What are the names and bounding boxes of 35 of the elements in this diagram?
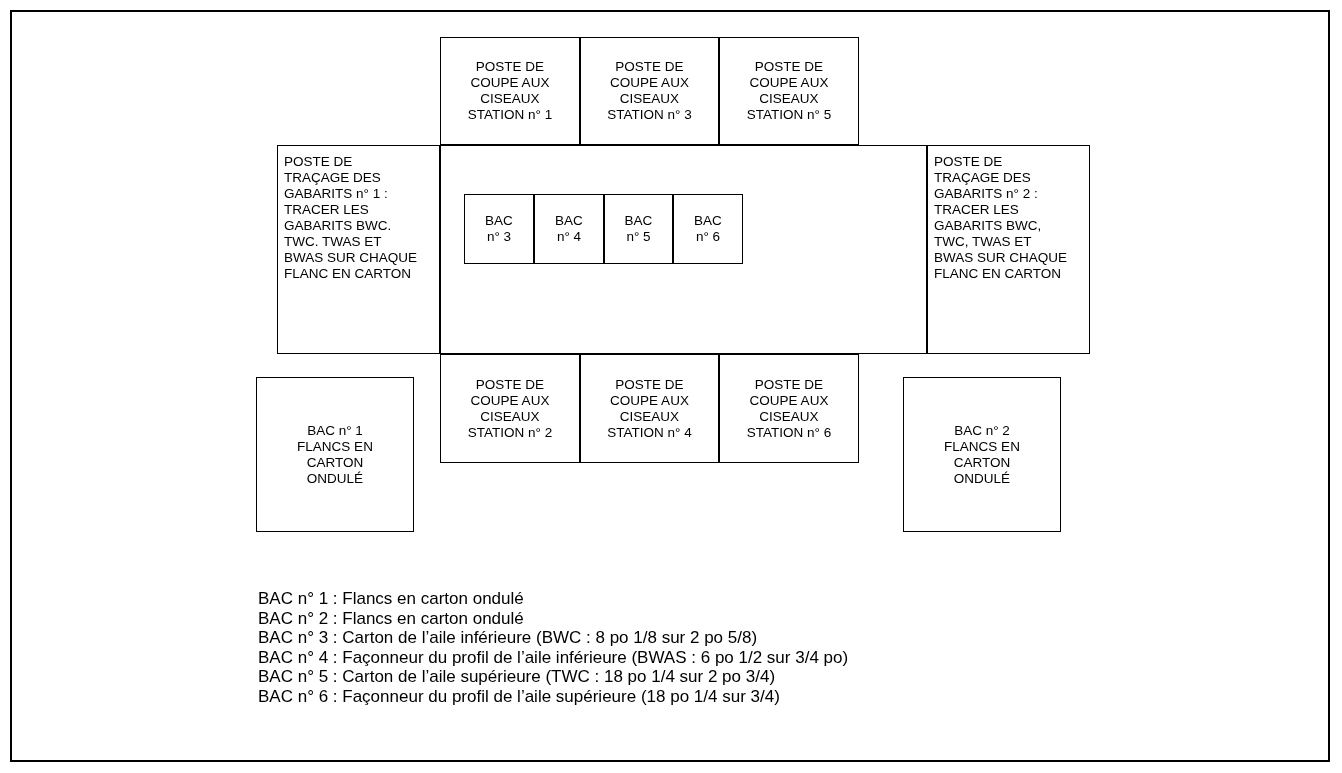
bin-box (256, 377, 414, 532)
station-box (580, 37, 719, 145)
legend-note: BAC n° 1 : Flancs en carton ondulé (258, 589, 524, 608)
station-label: POSTE DE COUPE AUX CISEAUX STATION n° 6 (745, 376, 833, 441)
bin-box (673, 194, 743, 264)
legend-note: BAC n° 6 : Façonneur du profil de l’aile supérieure (18 po 1/4 sur 3/4) (258, 686, 780, 706)
station-label: POSTE DE COUPE AUX CISEAUX STATION n° 3 (606, 59, 693, 123)
bin-box (604, 194, 673, 264)
station-label: POSTE DE COUPE AUX CISEAUX STATION n° 2 (466, 376, 554, 441)
station-label: POSTE DE TRAÇAGE DES GABARITS n° 2 : TRACER LES GABARITS BWC, TWC, TWAS ET BWAS SUR CHAQUE FLANC EN CARTON (934, 154, 1069, 282)
legend-note: BAC n° 2 : Flancs en carton ondulé (258, 608, 524, 628)
bin-box (464, 194, 534, 264)
station-label: POSTE DE COUPE AUX CISEAUX STATION n° 5 (745, 59, 833, 123)
bin-box (903, 377, 1061, 532)
legend-note: BAC n° 3 : Carton de l’aile inférieure (BWC : 8 po 1/8 sur 2 po 5/8) (258, 628, 758, 647)
table-outline (440, 145, 927, 354)
station-box (927, 145, 1090, 354)
station-box (580, 354, 719, 463)
station-label: BAC n° 5 (623, 213, 654, 245)
station-label: BAC n° 1 FLANCS EN CARTON ONDULÉ (296, 422, 374, 487)
station-label: POSTE DE COUPE AUX CISEAUX STATION n° 1 (466, 59, 554, 123)
station-label: BAC n° 2 FLANCS EN CARTON ONDULÉ (943, 422, 1021, 487)
station-box (440, 354, 580, 463)
bin-box (534, 194, 604, 264)
station-box (440, 37, 580, 145)
station-label: BAC n° 4 (554, 213, 584, 245)
station-label: BAC n° 3 (484, 213, 514, 245)
station-label: BAC n° 6 (693, 213, 723, 245)
station-label: POSTE DE TRAÇAGE DES GABARITS n° 1 : TRACER LES GABARITS BWC. TWC. TWAS ET BWAS SUR CHAQUE FLANC EN CARTON (284, 154, 419, 282)
legend-note: BAC n° 5 : Carton de l’aile supérieure (TWC : 18 po 1/4 sur 2 po 3/4) (258, 667, 776, 686)
station-box (277, 145, 440, 354)
legend-note: BAC n° 4 : Façonneur du profil de l’aile inférieure (BWAS : 6 po 1/2 sur 3/4 po) (258, 647, 849, 667)
station-box (719, 354, 859, 463)
station-label: POSTE DE COUPE AUX CISEAUX STATION n° 4 (606, 376, 693, 441)
station-box (719, 37, 859, 145)
